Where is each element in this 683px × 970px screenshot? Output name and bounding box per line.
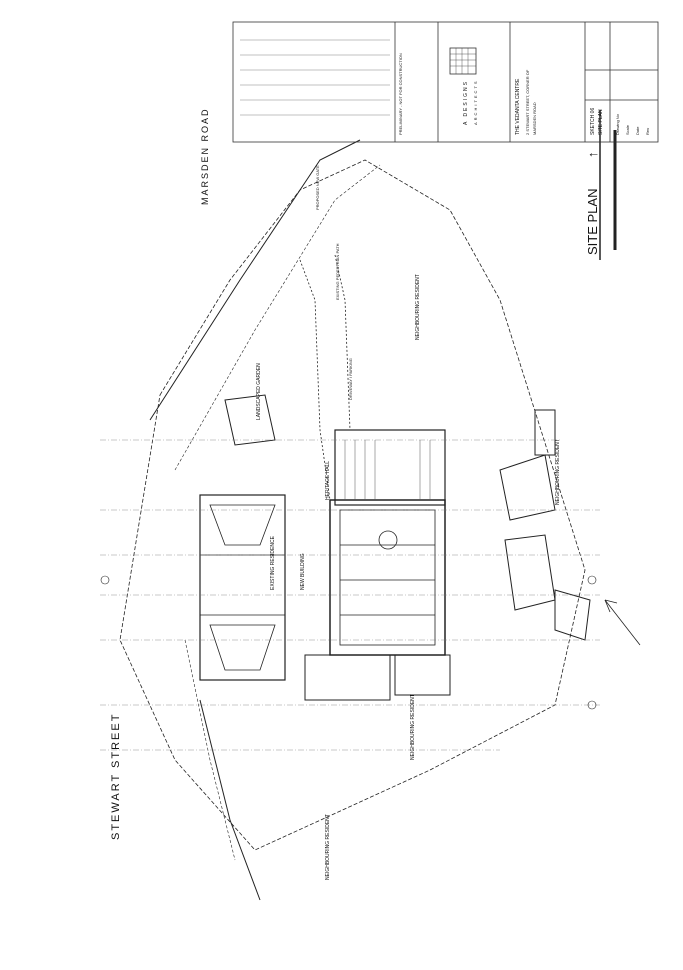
neighbour-3 [534, 409, 556, 456]
neighbour-4 [554, 589, 591, 641]
stewart-street-edge [199, 699, 261, 901]
scale-label: Scale [625, 124, 630, 135]
firm-sub: ARCHITECTS [473, 79, 478, 125]
legend-heading: PRELIMINARY - NOT FOR CONSTRUCTION [398, 53, 403, 135]
sheet-title: SITE PLAN [585, 188, 600, 255]
marsden-road-edge [149, 139, 361, 421]
neighbour-label-1: NEIGHBOURING RESIDENT [555, 439, 561, 505]
neighbour-label-4: NEIGHBOURING RESIDENT [325, 814, 331, 880]
neighbour-1 [499, 454, 556, 521]
walkway-label: EXISTING PEDESTRIAN PATH [335, 243, 340, 300]
stewart-street-label: STEWART STREET [110, 712, 122, 840]
marsden-road-label: MARSDEN ROAD [200, 107, 210, 205]
project-line-3: MARSDEN ROAD [532, 102, 537, 135]
drawing-title-1: SKETCH 06 [590, 107, 596, 135]
entry-gate-label: PROPOSED NEW GATE [315, 165, 320, 210]
drawing-title-2: SITE PLAN [598, 109, 604, 135]
neighbour-2 [504, 534, 556, 611]
firm-name: A DESIGNS [463, 80, 469, 125]
neighbour-label-3: NEIGHBOURING RESIDENT [410, 694, 416, 760]
marsden-road-edge-2 [174, 164, 381, 471]
heritage-hall [334, 429, 446, 506]
title-block [232, 21, 659, 143]
garden-pavilion [224, 394, 276, 446]
project-line-1: THE VEDANTA CENTRE [515, 78, 521, 135]
new-building [329, 499, 446, 656]
heritage-hall-label: HERITAGE HALL [325, 460, 331, 500]
landscaped-garden-label: LANDSCAPED GARDEN [256, 363, 262, 420]
existing-residence [199, 494, 286, 681]
firm-logo [449, 47, 477, 75]
drawing-no-label: Drawing No [615, 114, 620, 135]
date-label: Date [635, 126, 640, 135]
existing-residence-label: EXISTING RESIDENCE [270, 536, 276, 590]
north-arrow-icon: ↑ [585, 151, 600, 159]
driveway-label: DRIVEWAY / PARKING [348, 358, 353, 400]
rev-label: Rev [645, 127, 650, 135]
stewart-street-edge-2 [184, 639, 236, 861]
driveway [299, 259, 331, 501]
project-line-2: 2 STEWART STREET, CORNER OF [525, 69, 530, 135]
neighbour-label-2: NEIGHBOURING RESIDENT [415, 274, 421, 340]
service-block [304, 654, 391, 701]
new-building-label: NEW BUILDING [300, 553, 306, 590]
